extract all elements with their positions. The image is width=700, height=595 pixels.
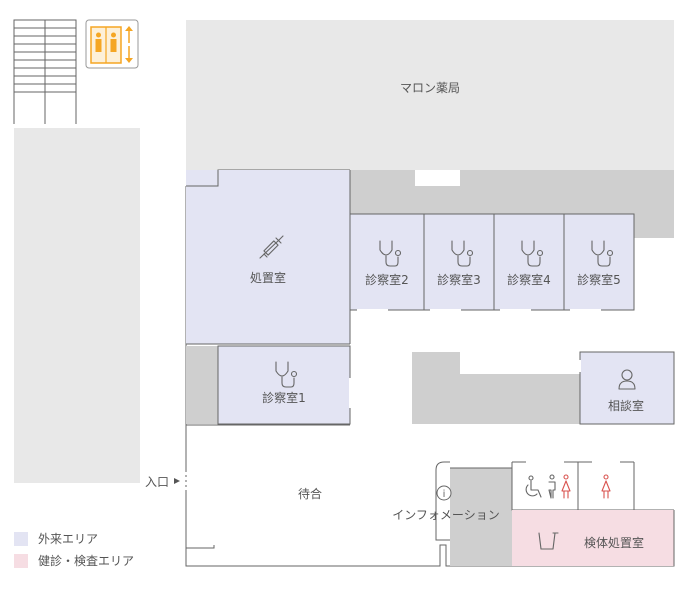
- information-label: インフォメーション: [392, 508, 499, 522]
- exam-room-1-label: 診察室1: [262, 390, 306, 405]
- consultation-room-label: 相談室: [608, 398, 644, 413]
- service-block-middle: [412, 352, 580, 424]
- information-counter: [435, 461, 450, 541]
- exam-room-1: [217, 345, 351, 425]
- stethoscope-icon: [591, 240, 614, 267]
- legend-swatch-outpatient: [14, 531, 28, 546]
- waiting-area-label: 待合: [298, 486, 322, 501]
- female-toilet-icon: [601, 474, 611, 499]
- exam-room-2-label: 診察室2: [365, 272, 409, 287]
- person-icon: [618, 369, 636, 390]
- legend-item-exam: 健診・検査エリア: [14, 552, 134, 569]
- legend-label-exam: 健診・検査エリア: [38, 554, 135, 568]
- female-toilet-icon: [561, 474, 571, 499]
- legend-label-outpatient: 外来エリア: [38, 532, 99, 546]
- exam-room-5-label: 診察室5: [577, 272, 621, 287]
- service-block-left: [14, 128, 140, 483]
- stethoscope-icon: [275, 361, 298, 388]
- specimen-cup-icon: [538, 532, 559, 550]
- exam-room-3: 診察室3: [423, 213, 495, 311]
- service-block-information: [450, 468, 512, 566]
- pharmacy-label: マロン薬局: [400, 81, 460, 95]
- syringe-icon: [259, 235, 284, 259]
- stethoscope-icon: [451, 240, 474, 267]
- exam-room-3-label: 診察室3: [437, 272, 481, 287]
- stairs-icon: [13, 19, 77, 125]
- specimen-room-label: 検体処置室: [584, 535, 644, 550]
- toilet-area: [511, 461, 674, 511]
- treatment-room-label: 処置室: [250, 270, 286, 285]
- specimen-room: [512, 510, 674, 566]
- svg-text:i: i: [443, 489, 446, 500]
- service-block-exam1: [186, 346, 218, 424]
- exam-room-4-label: 診察室4: [507, 272, 551, 287]
- info-icon: i: [436, 485, 452, 501]
- treatment-room: [186, 170, 350, 344]
- wheelchair-toilet-icon: [525, 474, 556, 499]
- exam-room-4: 診察室4: [493, 213, 565, 311]
- entrance-arrow-icon: [174, 478, 180, 484]
- stethoscope-icon: [521, 240, 544, 267]
- elevator-icon: [85, 19, 139, 69]
- legend-swatch-exam: [14, 553, 28, 568]
- legend-item-outpatient: 外来エリア: [14, 530, 98, 547]
- entrance-label: 入口: [145, 475, 169, 489]
- exam-room-5: 診察室5: [563, 213, 635, 311]
- consultation-room: [579, 351, 675, 425]
- pharmacy-area: [186, 20, 674, 170]
- stethoscope-icon: [379, 240, 402, 267]
- exam-room-2: 診察室2: [349, 213, 425, 311]
